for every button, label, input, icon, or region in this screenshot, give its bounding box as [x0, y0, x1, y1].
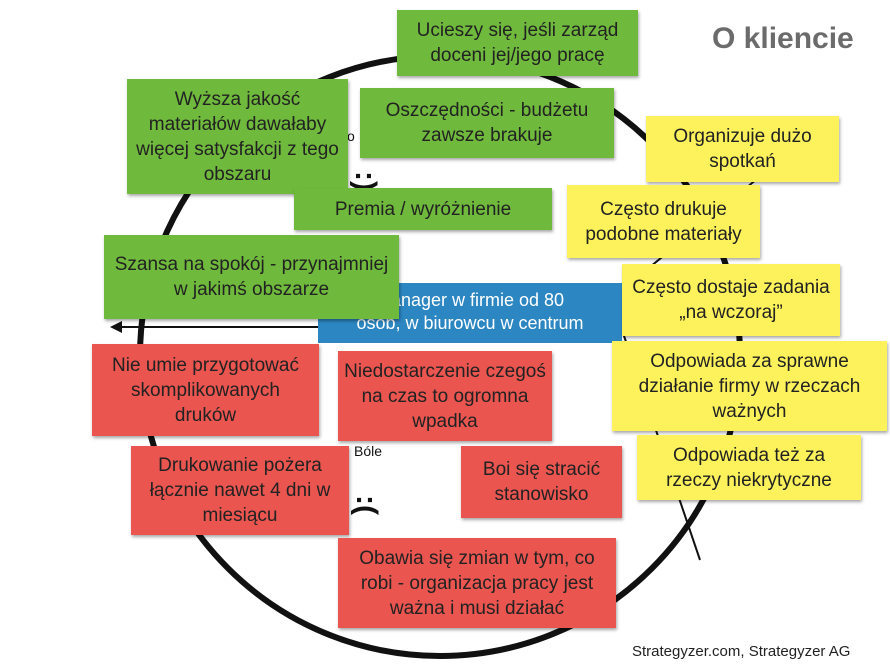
- pain-note: Obawia się zmian w tym, co robi - organi…: [338, 538, 616, 628]
- gains-label-fragment: o: [347, 128, 355, 144]
- arrow-left-icon: [110, 321, 122, 333]
- job-note: Odpowiada też za rzeczy niekrytyczne: [637, 435, 861, 500]
- job-note: Organizuje dużo spotkań: [646, 116, 839, 182]
- gain-note: Ucieszy się, jeśli zarząd doceni jej/jeg…: [397, 10, 638, 76]
- job-note: Często dostaje zadania „na wczoraj”: [622, 264, 840, 336]
- page-title: O kliencie: [712, 22, 854, 55]
- pain-note: Drukowanie pożera łącznie nawet 4 dni w …: [131, 446, 349, 535]
- pain-note: Nie umie przygotować skomplikowanych dru…: [92, 344, 319, 436]
- pains-label: Bóle: [354, 443, 383, 459]
- sad-face-icon: :(: [349, 495, 383, 515]
- gain-note: Szansa na spokój - przynajmniej w jakimś…: [104, 235, 399, 319]
- customer-profile-box: manager w firmie od 80 osób, w biurowcu …: [318, 283, 622, 343]
- gain-note: Oszczędności - budżetu zawsze brakuje: [360, 88, 614, 158]
- gain-note: Premia / wyróżnienie: [294, 188, 552, 230]
- job-note: Często drukuje podobne materiały: [567, 185, 760, 258]
- job-note: Odpowiada za sprawne działanie firmy w r…: [612, 341, 887, 431]
- gain-note: Wyższa jakość materiałów dawałaby więcej…: [127, 79, 348, 194]
- source-credit: Strategyzer.com, Strategyzer AG: [632, 643, 851, 660]
- pain-note: Niedostarczenie czegoś na czas to ogromn…: [338, 351, 552, 441]
- profile-line-1: manager w firmie od 80: [375, 290, 565, 310]
- profile-line-2: osób, w biurowcu w centrum: [356, 313, 584, 333]
- pain-note: Boi się stracić stanowisko: [461, 446, 622, 518]
